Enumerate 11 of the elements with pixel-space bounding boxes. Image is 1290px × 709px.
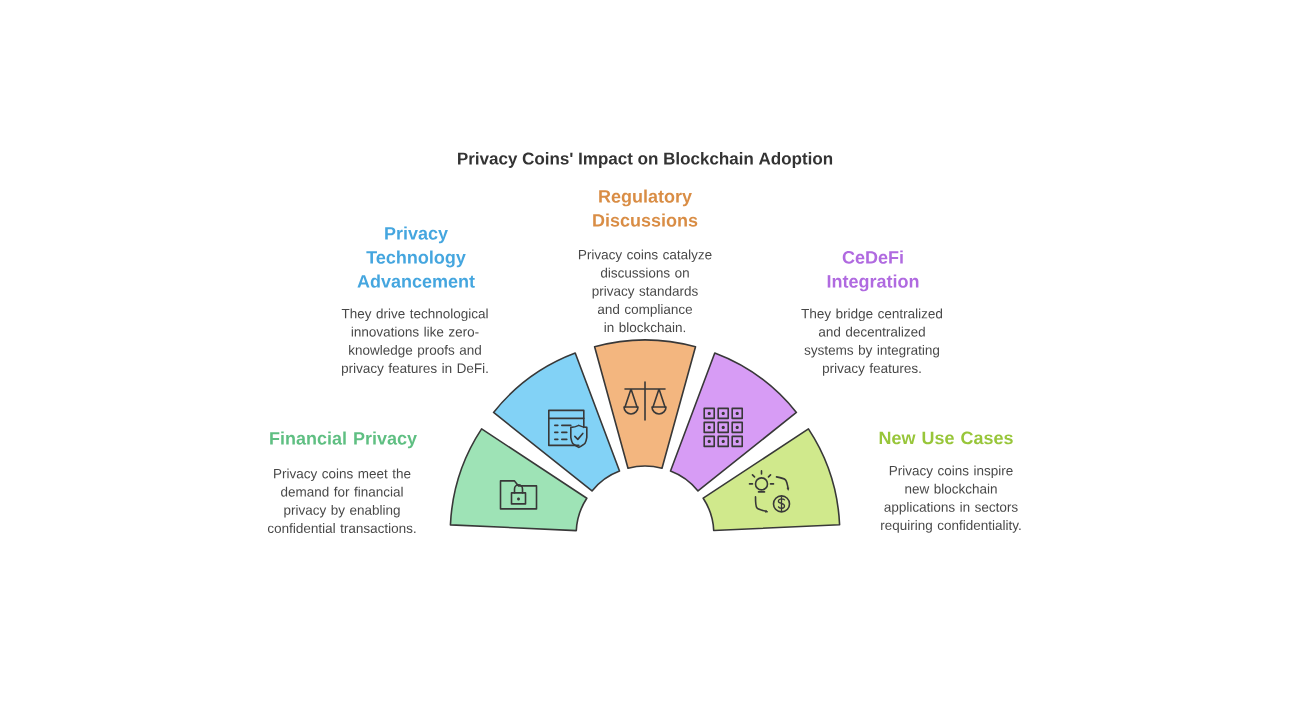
- description: They drive technological innovations like zero-knowledge proofs and privacy features in DeFi.: [341, 308, 488, 376]
- description: Privacy coins meet the demand for financial privacy by enabling confidential transactions.: [267, 468, 416, 534]
- title: Privacy Coins' Impact on Blockchain Adoption: [458, 152, 833, 168]
- heading: Financial Privacy: [270, 431, 417, 449]
- heading: Regulatory Discussions: [593, 189, 698, 227]
- description: Privacy coins inspire new blockchain applications in sectors requiring confidentiality.: [881, 465, 1021, 533]
- heading: CeDeFi Integration: [827, 250, 919, 292]
- description: They bridge centralized and decentralized systems by integrating privacy features.: [801, 308, 942, 376]
- heading: New Use Cases: [879, 431, 1013, 445]
- heading: Privacy Technology Advancement: [357, 226, 475, 288]
- description: Privacy coins catalyze discussions on privacy standards and compliance in blockchain.: [578, 249, 712, 333]
